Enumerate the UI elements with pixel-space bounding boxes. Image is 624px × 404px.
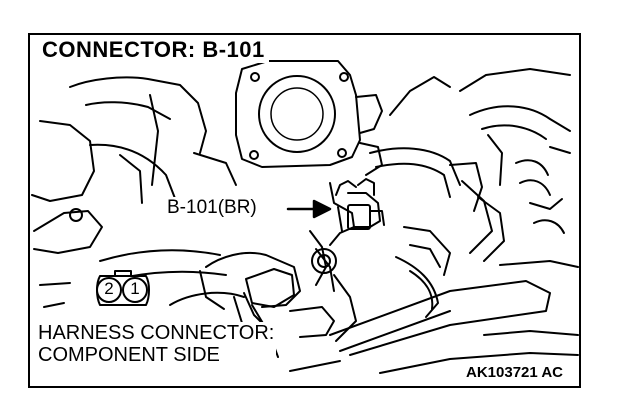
diagram-frame: CONNECTOR: B-101 B-101(BR) 2 1 HARNESS C… [28, 33, 581, 388]
pin-diagram-housing [96, 270, 150, 306]
pin-number-2: 2 [104, 279, 114, 298]
harness-caption-line-1: HARNESS CONNECTOR: [38, 322, 275, 344]
figure-code: AK103721 AC [464, 364, 565, 382]
wiring-harness-drawing [199, 230, 357, 358]
connector-title: CONNECTOR: B-101 [38, 37, 269, 63]
connector-pin-diagram: 2 1 [85, 271, 159, 307]
sensor-body-drawing [329, 178, 385, 246]
hoses-drawing [289, 68, 579, 374]
harness-connector-caption: HARNESS CONNECTOR: COMPONENT SIDE [36, 322, 277, 366]
callout-arrow [286, 199, 332, 219]
connector-callout-label: B-101(BR) [165, 197, 259, 219]
harness-caption-line-2: COMPONENT SIDE [38, 344, 220, 366]
throttle-body-drawing [235, 60, 383, 176]
engine-bay-illustration [31, 60, 579, 374]
pin-number-1: 1 [130, 279, 140, 298]
